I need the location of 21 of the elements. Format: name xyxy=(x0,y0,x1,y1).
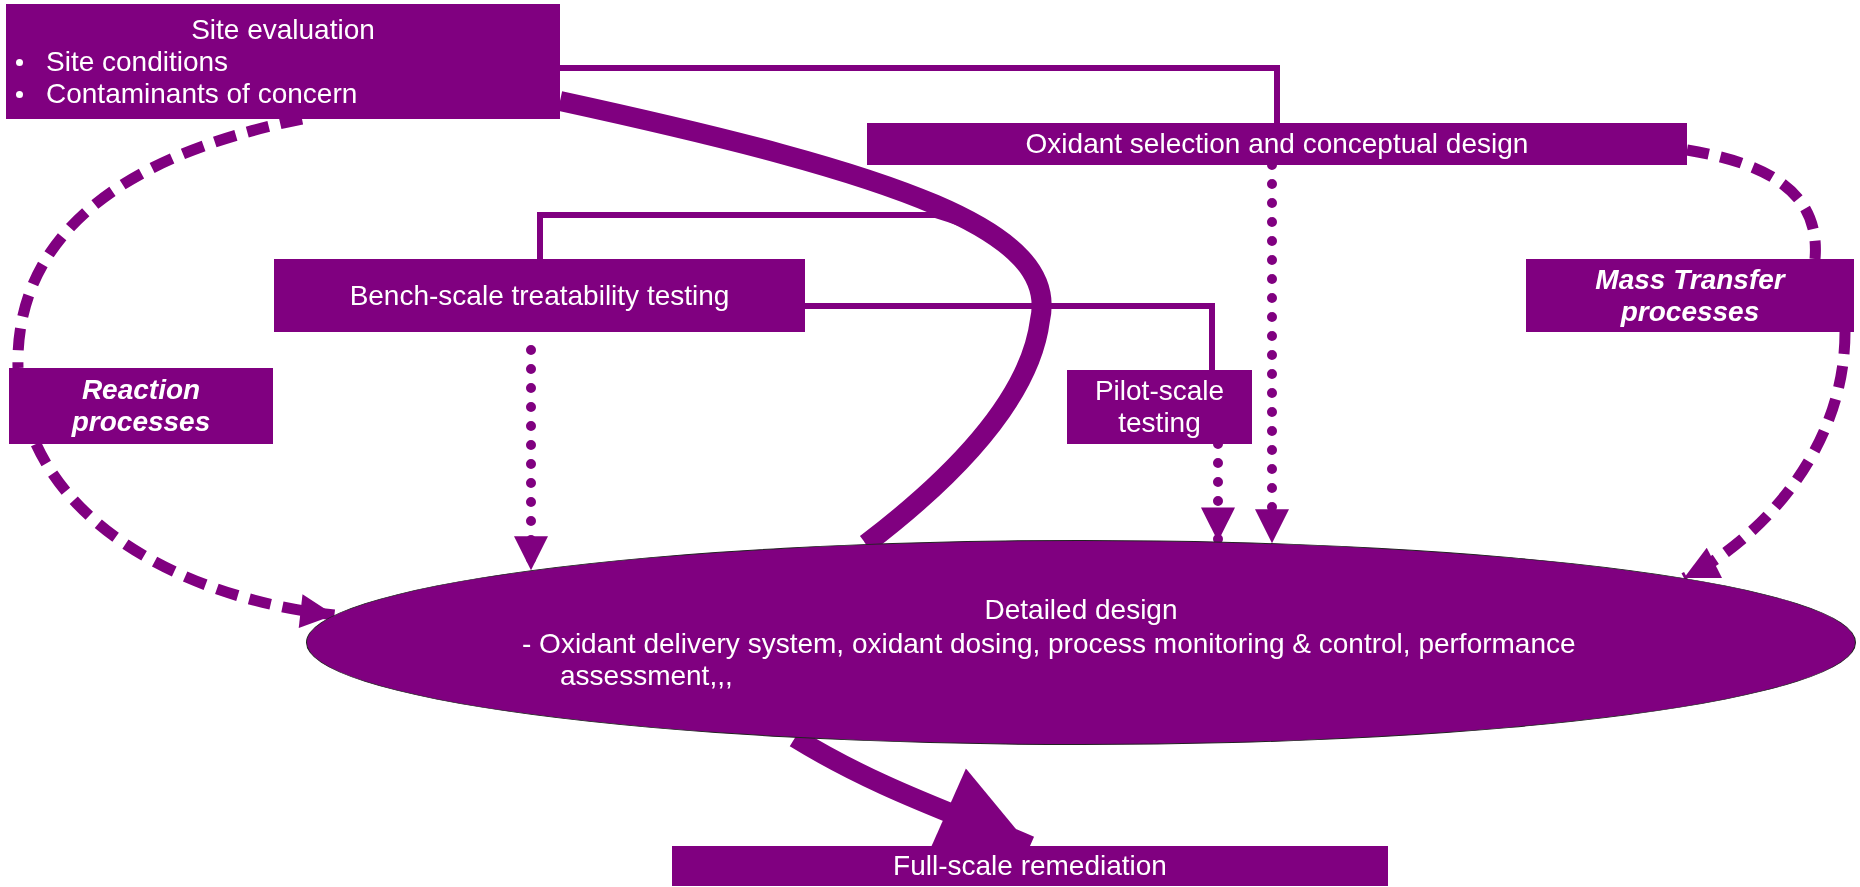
box-label: Bench-scale treatability testing xyxy=(349,279,730,312)
connector-line xyxy=(560,65,1280,123)
process-box xyxy=(1067,370,1252,444)
process-box xyxy=(274,259,805,332)
dashed-line xyxy=(1686,144,1821,260)
ellipse-heading: Detailed design xyxy=(984,593,1178,626)
bullet-item: Site conditions xyxy=(6,45,560,78)
box-label: Oxidant selection and conceptual design xyxy=(1025,128,1529,160)
bullet-item: Contaminants of concern xyxy=(6,77,560,110)
process-box xyxy=(6,4,560,119)
process-box xyxy=(867,123,1687,165)
ellipse-body: - Oxidant delivery system, oxidant dosing, process monitoring & control, performance assessment,,, xyxy=(522,627,1577,692)
box-label: Full-scale remediation xyxy=(893,850,1167,882)
process-box xyxy=(672,846,1388,886)
box-label: Reaction processes xyxy=(70,374,212,438)
box-label: Pilot-scale testing xyxy=(1093,375,1226,439)
box-label: Mass Transfer processes xyxy=(1594,263,1787,328)
process-box xyxy=(9,368,273,444)
box-heading: Site evaluation xyxy=(191,13,375,46)
connector-line xyxy=(805,303,1215,370)
process-box xyxy=(1526,259,1854,332)
